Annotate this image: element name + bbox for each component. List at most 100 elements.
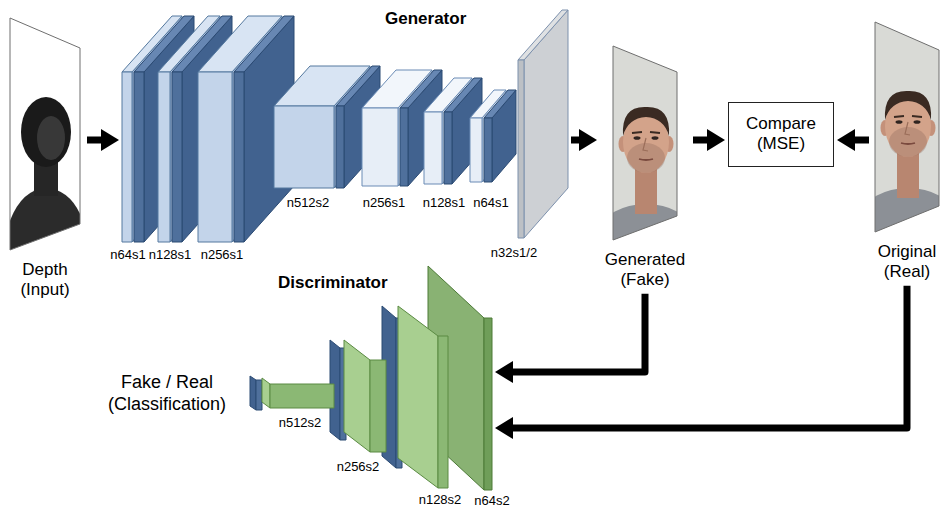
- section-title: Generator: [385, 9, 466, 29]
- layer-label: n512s2: [287, 196, 330, 211]
- face-mouth: [901, 143, 915, 144]
- layer-front: [470, 118, 482, 182]
- layer-label: n256s2: [337, 460, 380, 475]
- layer-block-shape: [330, 340, 386, 452]
- layer-side: [428, 266, 484, 490]
- layer-label: n128s2: [419, 493, 462, 508]
- layer-front: [158, 72, 170, 242]
- layer-side: [262, 378, 270, 408]
- layer-front: [484, 118, 492, 182]
- face-hair: [623, 107, 669, 136]
- layer-label: n128s1: [423, 196, 466, 211]
- layer-block: n128s2: [382, 306, 448, 488]
- layer-top: [444, 78, 482, 112]
- face-brows: [632, 132, 660, 133]
- layer-front: [134, 72, 144, 242]
- layer-front: [484, 318, 492, 490]
- process-box: Compare (MSE): [728, 102, 834, 167]
- figure-group: [250, 376, 334, 410]
- face-beard: [627, 143, 665, 173]
- silhouette-shoulders: [2, 188, 90, 252]
- layer-front: [362, 108, 398, 186]
- figure-group: [518, 10, 568, 238]
- layer-front: [270, 384, 334, 408]
- silhouette-head: [21, 97, 71, 167]
- flow-arrow: [571, 137, 579, 144]
- panel-picture: [864, 91, 949, 240]
- face-nose: [643, 138, 648, 151]
- image-caption: Generated (Fake): [600, 250, 690, 291]
- section-title: Discriminator: [278, 273, 388, 293]
- image-panel: [6, 14, 84, 252]
- layer-front: [234, 72, 244, 242]
- figure-group: [362, 70, 442, 186]
- layer-top: [518, 10, 568, 60]
- layer-block-shape: [518, 10, 568, 238]
- layer-front: [172, 72, 182, 242]
- layer-front: [444, 112, 452, 184]
- layer-block: n512s2: [250, 376, 334, 410]
- flow-arrow: [513, 294, 645, 372]
- layer-top: [484, 90, 516, 118]
- image-node: Original (Real): [872, 20, 942, 283]
- flow-arrow: [513, 286, 907, 428]
- output-label: Fake / Real (Classification): [100, 372, 234, 415]
- layer-block-shape: [250, 376, 334, 410]
- layer-front: [400, 108, 408, 186]
- box-label: Compare (MSE): [733, 114, 829, 155]
- image-panel: [872, 20, 942, 234]
- face-eye: [914, 120, 921, 124]
- panel-border: [10, 18, 80, 250]
- layer-front: [370, 360, 386, 452]
- layer-side: [382, 306, 396, 468]
- layer-front: [274, 106, 334, 188]
- layer-front: [122, 72, 132, 242]
- flow-arrow: [87, 137, 101, 144]
- face-brows: [894, 116, 922, 117]
- flow-arrow: [693, 137, 707, 144]
- layer-front: [438, 336, 448, 488]
- panel-picture: [2, 97, 90, 252]
- layer-front: [518, 60, 524, 238]
- image-caption: Original (Real): [872, 242, 942, 283]
- layer-front: [336, 106, 344, 188]
- layer-label: n32s1/2: [491, 246, 537, 261]
- figure-group: [470, 90, 516, 182]
- layer-label: n64s1: [473, 196, 508, 211]
- layer-side: [330, 340, 340, 440]
- layer-top: [234, 16, 294, 72]
- face-nose: [905, 122, 910, 135]
- layer-label: n128s1: [149, 248, 192, 263]
- layer-block: n64s1: [470, 90, 516, 182]
- face-eye: [896, 120, 903, 124]
- layer-front: [424, 112, 442, 184]
- face-mouth: [639, 159, 653, 160]
- face-eye: [634, 136, 641, 140]
- layer-block: n256s2: [330, 340, 386, 452]
- layer-label: n512s2: [279, 416, 322, 431]
- panel-border: [875, 22, 939, 232]
- layer-label: n256s1: [363, 196, 406, 211]
- panel-border: [613, 46, 677, 240]
- layer-side: [250, 376, 256, 410]
- flow-arrow: [855, 137, 869, 144]
- image-node: Generated (Fake): [600, 44, 690, 291]
- layer-block-shape: [382, 306, 448, 488]
- depth-shading: [37, 116, 65, 160]
- image-caption: Depth (Input): [6, 260, 84, 301]
- figure-group: [428, 266, 492, 490]
- layer-label: n64s1: [110, 248, 145, 263]
- image-node: Depth (Input): [6, 14, 84, 301]
- figure-group: [330, 340, 386, 452]
- layer-block-shape: [470, 90, 516, 182]
- face-hair: [885, 91, 931, 120]
- layer-side: [344, 340, 370, 452]
- layer-side: [524, 10, 568, 238]
- layer-front: [198, 72, 232, 242]
- image-panel: [600, 44, 690, 242]
- face-eye: [652, 136, 659, 140]
- layer-label: n256s1: [201, 248, 244, 263]
- figure-group: [424, 78, 482, 184]
- layer-block: n32s1/2: [518, 10, 568, 238]
